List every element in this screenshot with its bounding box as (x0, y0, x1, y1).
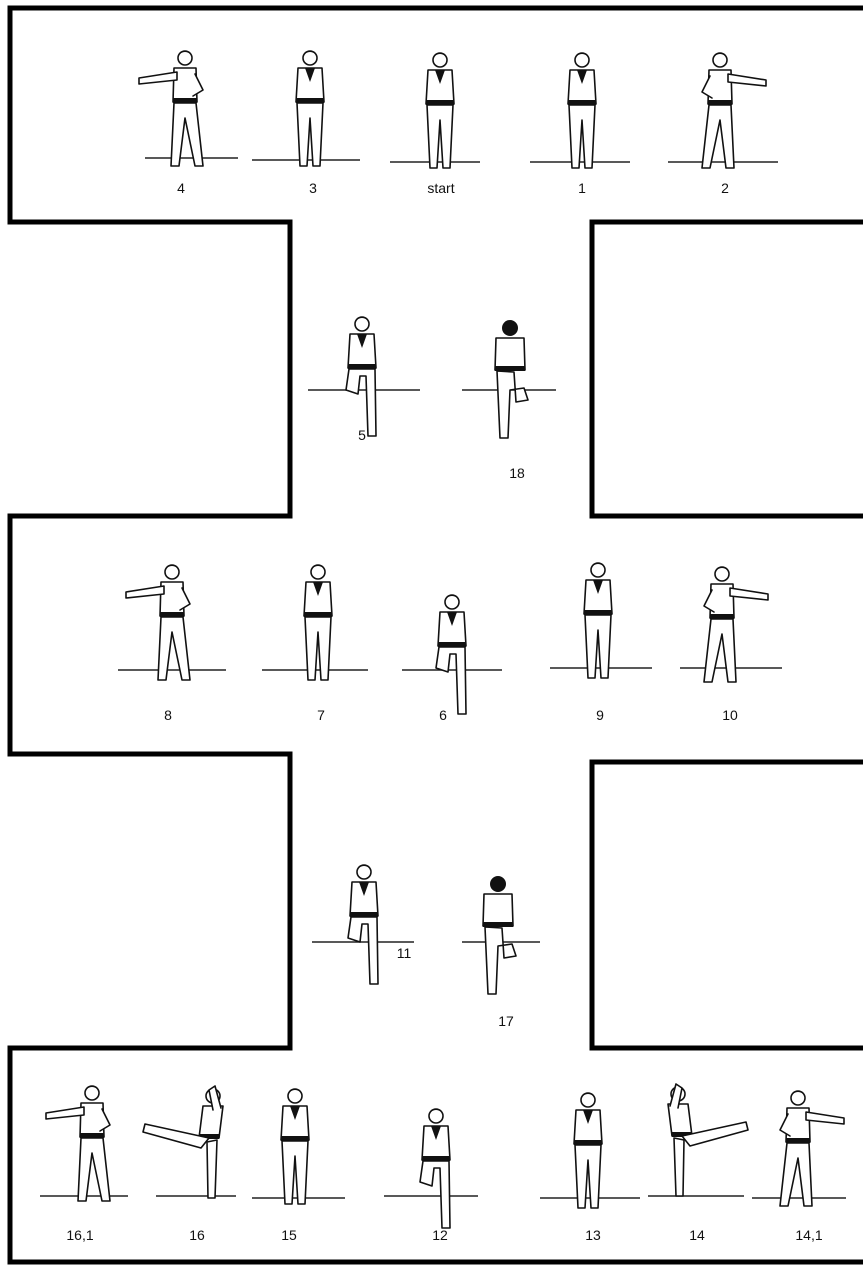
stance-10: 10 (680, 567, 782, 723)
right-wall-lower (592, 762, 863, 1048)
stance-label-start: start (427, 180, 454, 196)
stance-label-11: 11 (397, 945, 412, 961)
stance-7: 7 (262, 565, 368, 723)
form-pattern-wall (10, 8, 863, 1262)
right-wall-upper (592, 222, 863, 516)
stance-12: 12 (384, 1109, 478, 1243)
stance-label-7: 7 (317, 707, 325, 723)
stance-16: 16 (143, 1086, 236, 1243)
stance-17: 17 (462, 876, 540, 1029)
stance-label-1: 1 (578, 180, 586, 196)
stance-label-16: 16 (189, 1227, 205, 1243)
stance-5: 5 (308, 317, 420, 443)
stance-label-3: 3 (309, 180, 317, 196)
stance-label-4: 4 (177, 180, 185, 196)
stance-16-1: 16,1 (40, 1086, 128, 1243)
stance-9: 9 (550, 563, 652, 723)
stance-label-18: 18 (509, 465, 525, 481)
stance-8: 8 (118, 565, 226, 723)
stance-label-12: 12 (432, 1227, 448, 1243)
stance-label-17: 17 (498, 1013, 514, 1029)
stance-14-1: 14,1 (752, 1091, 846, 1243)
stance-6: 6 (402, 595, 502, 723)
stance-18: 18 (462, 320, 556, 481)
stance-3: 3 (252, 51, 360, 196)
stance-label-10: 10 (722, 707, 738, 723)
stance-13: 13 (540, 1093, 640, 1243)
stance-15: 15 (252, 1089, 345, 1243)
stance-label-14: 14 (689, 1227, 705, 1243)
stance-1: 1 (530, 53, 630, 196)
stance-4: 4 (139, 51, 238, 196)
stance-start: start (390, 53, 480, 196)
stance-label-13: 13 (585, 1227, 601, 1243)
stance-label-15: 15 (281, 1227, 297, 1243)
stance-label-9: 9 (596, 707, 604, 723)
stance-label-16-1: 16,1 (66, 1227, 93, 1243)
stance-label-6: 6 (439, 707, 447, 723)
stance-label-8: 8 (164, 707, 172, 723)
stance-label-14-1: 14,1 (795, 1227, 822, 1243)
stance-11: 11 (312, 865, 414, 984)
stance-label-5: 5 (358, 427, 366, 443)
stance-14: 14 (648, 1084, 748, 1243)
stance-label-2: 2 (721, 180, 729, 196)
stance-2: 2 (668, 53, 778, 196)
